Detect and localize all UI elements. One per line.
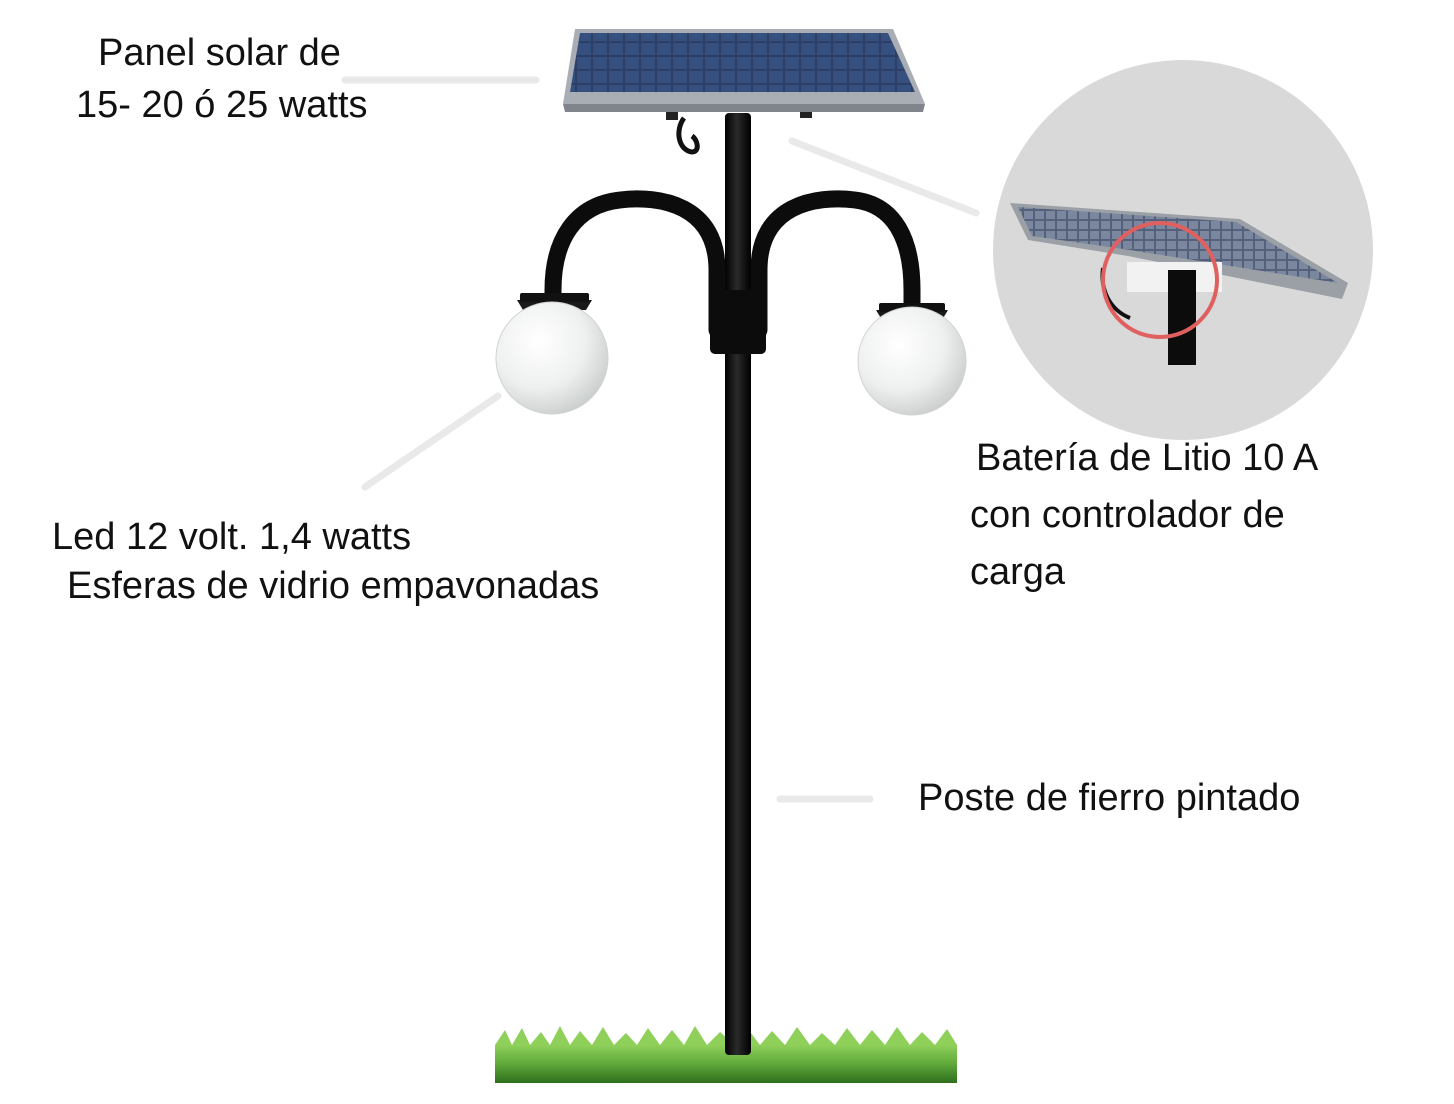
battery-leader-line <box>788 137 980 217</box>
right-globe <box>857 303 967 416</box>
led-label-line1: Led 12 volt. 1,4 watts <box>52 516 412 558</box>
led-label: Led 12 volt. 1,4 watts Esferas de vidrio… <box>52 513 599 612</box>
left-arm <box>544 190 726 339</box>
battery-label-line2: con controlador de <box>970 494 1285 536</box>
battery-inset <box>993 60 1373 440</box>
led-label-line2: Esferas de vidrio empavonadas <box>67 565 600 608</box>
solar-panel <box>563 29 925 155</box>
leader-lines <box>341 76 980 803</box>
panel-label-line2: 15- 20 ó 25 watts <box>76 84 368 127</box>
battery-highlight-circle <box>1101 221 1219 339</box>
battery-label: Batería de Litio 10 A con controlador de… <box>970 430 1318 601</box>
lamp-arms <box>544 190 921 339</box>
battery-label-line1: Batería de Litio 10 A <box>976 437 1319 479</box>
right-arm <box>750 190 921 339</box>
pole-label: Poste de fierro pintado <box>918 772 1300 824</box>
panel-label-line1: Panel solar de <box>98 32 341 74</box>
panel-label: Panel solar de 15- 20 ó 25 watts <box>76 27 368 132</box>
pole-label-line1: Poste de fierro pintado <box>918 777 1301 819</box>
led-leader-line <box>361 392 502 491</box>
battery-label-line3: carga <box>970 551 1066 593</box>
left-globe <box>495 293 609 415</box>
